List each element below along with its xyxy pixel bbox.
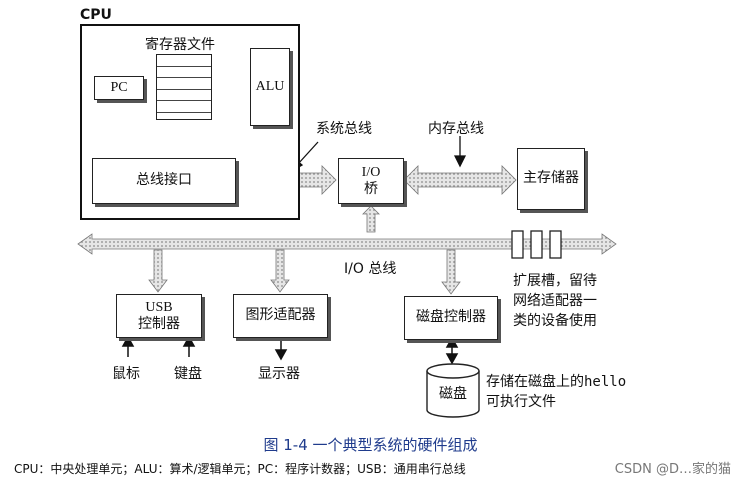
disk-up-arrowhead xyxy=(445,336,459,348)
iobus-disk-arrow xyxy=(441,249,461,295)
graphics-adapter-box: 图形适配器 xyxy=(233,294,328,338)
io-bridge-box: I/O 桥 xyxy=(338,158,404,204)
usb-controller-label-line2: 控制器 xyxy=(138,317,180,332)
monitor-arrowhead xyxy=(274,349,288,361)
io-bus-arrow xyxy=(77,233,617,255)
keyboard-label: 键盘 xyxy=(174,366,202,382)
mouse-arrowhead xyxy=(121,335,135,347)
disk-label: 磁盘 xyxy=(439,386,467,402)
register-file-label: 寄存器文件 xyxy=(145,37,215,53)
footnote: CPU：中央处理单元；ALU：算术/逻辑单元；PC：程序计数器；USB：通用串行… xyxy=(14,462,466,476)
expansion-note-line3: 类的设备使用 xyxy=(513,313,597,329)
register-file xyxy=(156,54,212,120)
disk-icon xyxy=(426,363,480,418)
bus-interface-box: 总线接口 xyxy=(92,158,236,204)
disk-down-arrowhead xyxy=(445,353,459,365)
memory-bus-pointer xyxy=(453,155,467,168)
disk-controller-box: 磁盘控制器 xyxy=(404,296,498,340)
figure-caption: 图 1-4 一个典型系统的硬件组成 xyxy=(263,436,478,454)
disk-note-code: hello xyxy=(584,374,627,390)
pc-box: PC xyxy=(94,76,144,100)
disk-note: 存储在磁盘上的hello 可执行文件 xyxy=(486,372,626,412)
io-bridge-label-line2: 桥 xyxy=(364,182,378,197)
usb-controller-box: USB 控制器 xyxy=(116,294,202,338)
iobus-graphics-arrow xyxy=(270,249,290,293)
disk-note-line1: 存储在磁盘上的hello xyxy=(486,372,626,392)
expansion-slots xyxy=(511,230,562,259)
cpu-label: CPU xyxy=(80,7,112,23)
expansion-note-line1: 扩展槽，留待 xyxy=(513,273,597,289)
iobus-usb-arrow xyxy=(148,249,168,293)
io-bridge-label-line1: I/O xyxy=(361,164,381,180)
memory-bus-label: 内存总线 xyxy=(428,121,484,137)
expansion-slot-note: 扩展槽，留待 网络适配器一 类的设备使用 xyxy=(513,271,597,331)
usb-controller-label-line1: USB xyxy=(145,299,173,315)
bridge-iobus-arrow xyxy=(362,205,380,233)
expansion-note-line2: 网络适配器一 xyxy=(513,293,597,309)
main-memory-box: 主存储器 xyxy=(517,148,585,210)
disk-note-line2: 可执行文件 xyxy=(486,394,556,410)
mouse-label: 鼠标 xyxy=(112,366,140,382)
memory-bus-arrow xyxy=(403,165,517,195)
keyboard-arrowhead xyxy=(182,335,196,347)
monitor-label: 显示器 xyxy=(258,366,300,382)
io-bus-label: I/O 总线 xyxy=(344,261,397,277)
disk-note-prefix: 存储在磁盘上的 xyxy=(486,374,584,390)
system-bus-label: 系统总线 xyxy=(316,121,372,137)
alu-box: ALU xyxy=(250,48,290,126)
watermark: CSDN @D…家的猫 xyxy=(614,462,731,477)
